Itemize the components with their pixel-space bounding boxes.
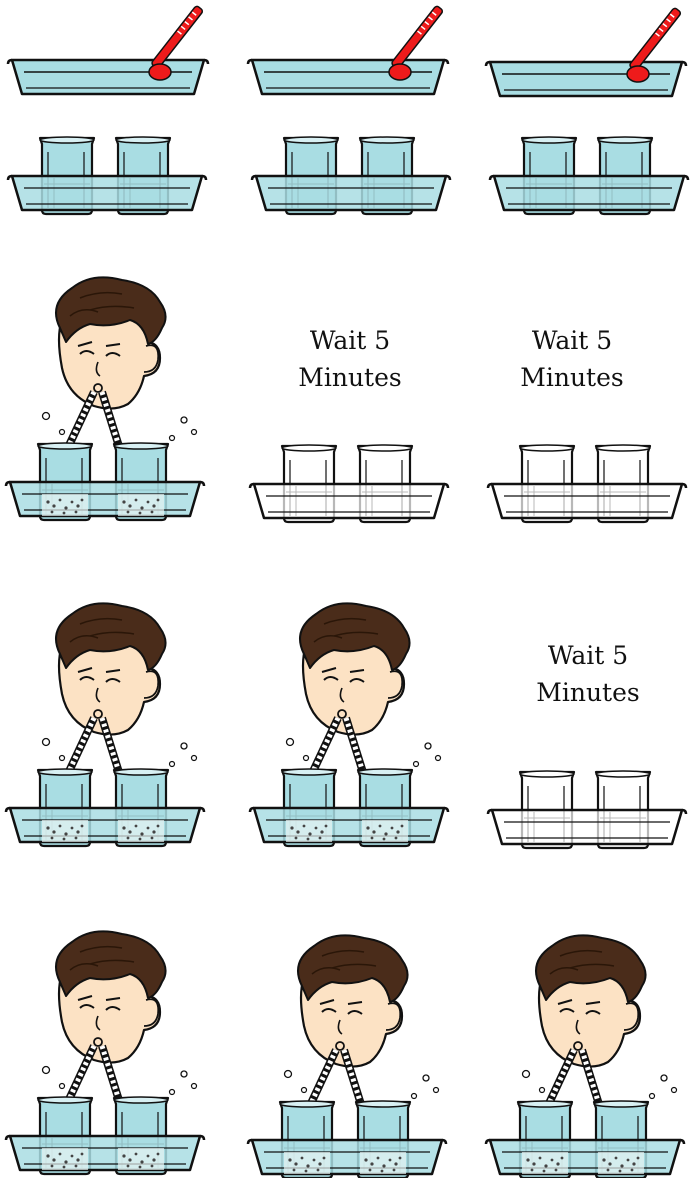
- empty-bath-r4c3: [488, 771, 686, 848]
- student-blowing-r4c1: [6, 603, 204, 846]
- empty-bath-r3c2: [250, 445, 448, 522]
- student-blowing-r4c2: [250, 603, 448, 846]
- wait-label-r3c3: Wait 5 Minutes: [456, 322, 688, 396]
- wait-label-line2: Minutes: [536, 678, 640, 707]
- student-blowing-r5c3: [486, 935, 684, 1178]
- wait-label-line1: Wait 5: [309, 326, 391, 355]
- student-blowing-r5c2: [248, 935, 446, 1178]
- wait-label-line2: Minutes: [520, 363, 624, 392]
- student-blowing-r3c1: [6, 277, 204, 520]
- wait-label-r3c2: Wait 5 Minutes: [234, 322, 466, 396]
- beaker-bath-3: [490, 137, 688, 214]
- wait-label-line1: Wait 5: [547, 641, 629, 670]
- wait-label-line1: Wait 5: [531, 326, 613, 355]
- thermometer-bath-2: [246, 3, 450, 96]
- thermometer-bath-1: [6, 3, 210, 96]
- empty-bath-r3c3: [488, 445, 686, 522]
- student-blowing-r5c1: [6, 931, 204, 1174]
- wait-label-line2: Minutes: [298, 363, 402, 392]
- thermometer-bath-3: [484, 5, 688, 98]
- beaker-bath-2: [252, 137, 450, 214]
- beaker-bath-1: [8, 137, 206, 214]
- wait-label-r4c3: Wait 5 Minutes: [472, 637, 698, 711]
